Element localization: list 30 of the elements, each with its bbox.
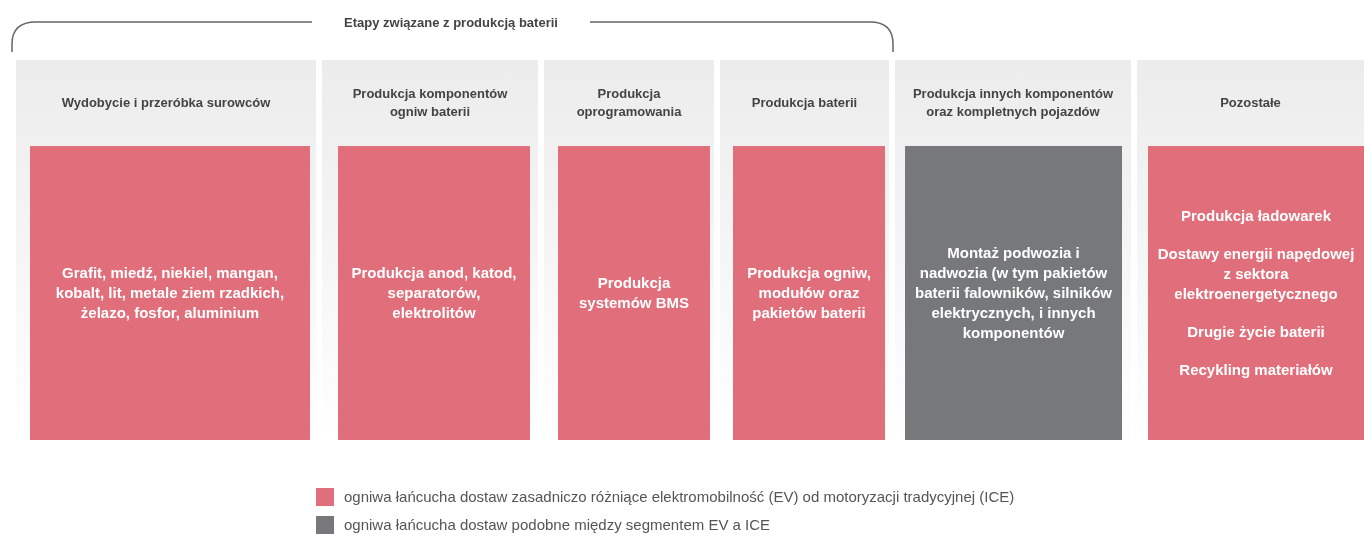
column-heading: Produkcja innych komponentów oraz kompletnych pojazdów: [911, 85, 1115, 121]
stage-text: Grafit, miedź, niekiel, mangan, kobalt, lit, metale ziem rzadkich, żelazo, fosfor, aluminium: [54, 263, 286, 323]
stage-box: [1148, 146, 1364, 440]
legend-text: ogniwa łańcucha dostaw podobne między segmentem EV a ICE: [344, 516, 771, 534]
stage-box: [905, 146, 1122, 440]
column-panel: [16, 60, 316, 440]
column-panel: [720, 60, 889, 440]
stage-box: [30, 146, 310, 440]
stage-text: Montaż podwozia i nadwozia (w tym pakietów baterii falowników, silników elektrycznych, i innych komponentów: [914, 243, 1113, 343]
stage-text: Dostawy energii napędowej z sektora elektroenergetycznego: [1156, 244, 1356, 304]
column-heading: Produkcja komponentów ogniw baterii: [351, 85, 509, 121]
stage-text: Drugie życie baterii: [1187, 322, 1325, 342]
stage-text: Produkcja systemów BMS: [577, 273, 690, 313]
column-heading: Produkcja oprogramowania: [575, 85, 683, 121]
column-panel: [895, 60, 1131, 440]
column-heading: Wydobycie i przeróbka surowców: [61, 94, 271, 112]
stage-box: [733, 146, 885, 440]
stage-box: [338, 146, 530, 440]
stage-text: Produkcja ogniw, modułów oraz pakietów baterii: [746, 263, 872, 323]
column-panel: [1137, 60, 1364, 440]
column-heading: Pozostałe: [1220, 94, 1281, 112]
legend-text: ogniwa łańcucha dostaw zasadniczo różniące elektromobilność (EV) od motoryzacji tradycyjnej (ICE): [344, 488, 1015, 506]
stage-text: Produkcja ładowarek: [1180, 206, 1332, 226]
bracket-label: Etapy związane z produkcją baterii: [343, 14, 559, 32]
stage-text: Produkcja anod, katod, separatorów, elektrolitów: [350, 263, 518, 323]
stage-text: Recykling materiałów: [1179, 360, 1333, 380]
column-panel: [544, 60, 714, 440]
column-heading: Produkcja baterii: [751, 94, 858, 112]
column-panel: [322, 60, 538, 440]
stage-box: [558, 146, 710, 440]
